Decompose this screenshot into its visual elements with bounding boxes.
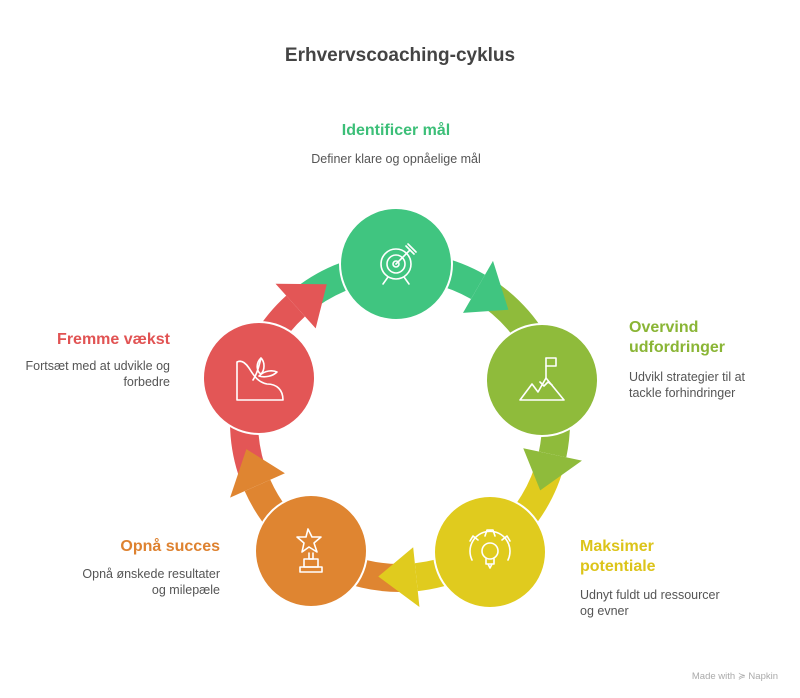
cycle-arrowhead [463, 260, 509, 313]
step-circle [433, 495, 547, 609]
step-fremme-title: Fremme vækst [57, 331, 170, 348]
cycle-arrowhead [523, 448, 582, 491]
cycle-arrowhead [230, 449, 285, 498]
mountain-flag-icon [519, 357, 565, 401]
step-identificer-desc: Definer klare og opnåelige mål [311, 152, 481, 166]
trophy-star-icon [296, 528, 323, 573]
step-circle [254, 494, 368, 608]
step-fremme-desc: Fortsæt med at udvikle og forbedre [25, 359, 170, 389]
step-overvind-desc: Udvikl strategier til at tackle forhindr… [629, 370, 746, 400]
made-with-napkin-footer: Made with ≽ Napkin [691, 671, 778, 682]
step-maksimer-desc: Udnyt fuldt ud ressourcer og evner [580, 588, 720, 618]
plant-growth-icon [236, 357, 284, 401]
step-opnaa-desc: Opnå ønskede resultater og milepæle [82, 567, 220, 597]
step-overvind-title: Overvind udfordringer [629, 319, 725, 356]
cycle-arrowhead [378, 547, 420, 607]
step-opnaa-title: Opnå succes [120, 538, 220, 555]
step-identificer-title: Identificer mål [341, 122, 451, 139]
diagram-title: Erhvervscoaching-cyklus [284, 45, 516, 66]
target-icon [380, 243, 417, 285]
step-circle [485, 323, 599, 437]
cycle-arrowhead [275, 283, 327, 329]
step-maksimer-title: Maksimer potentiale [580, 538, 656, 575]
gear-lightbulb-icon [469, 529, 511, 569]
step-circle [202, 321, 316, 435]
